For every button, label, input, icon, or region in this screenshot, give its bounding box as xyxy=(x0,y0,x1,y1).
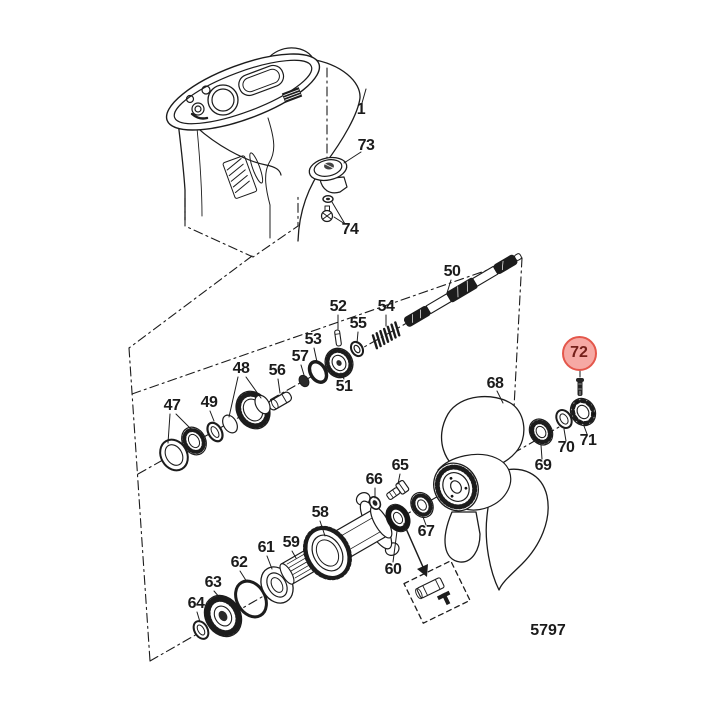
leader-lines xyxy=(167,88,588,623)
trim-tab-screw-art xyxy=(320,194,334,223)
driveshaft-assembly-art xyxy=(159,253,522,472)
callout-58: 58 xyxy=(311,504,329,521)
callout-1: 1 xyxy=(356,101,366,118)
callout-69: 69 xyxy=(534,457,552,474)
callout-50: 50 xyxy=(443,263,461,280)
callout-54: 54 xyxy=(377,298,395,315)
callout-67: 67 xyxy=(417,523,435,540)
callout-62: 62 xyxy=(230,554,248,571)
callout-57: 57 xyxy=(291,348,309,365)
spring-art xyxy=(371,321,401,350)
cotter-pin-art xyxy=(576,378,584,396)
propeller-art xyxy=(433,378,597,591)
callout-52: 52 xyxy=(329,298,347,315)
callout-70: 70 xyxy=(557,439,575,456)
callout-56: 56 xyxy=(268,362,286,379)
propeller-hub-face xyxy=(433,462,479,512)
callout-60: 60 xyxy=(384,561,402,578)
gear-housing-art xyxy=(165,47,361,242)
callout-74: 74 xyxy=(341,221,359,238)
callout-68: 68 xyxy=(486,375,504,392)
callout-61: 61 xyxy=(257,539,275,556)
callout-66: 66 xyxy=(365,471,383,488)
callout-49: 49 xyxy=(200,394,218,411)
phantom-outline xyxy=(128,67,595,662)
water-intake-grate xyxy=(222,152,264,199)
callout-64: 64 xyxy=(187,595,205,612)
callout-59: 59 xyxy=(282,534,300,551)
callout-65: 65 xyxy=(391,457,409,474)
callout-51: 51 xyxy=(335,378,353,395)
callout-73: 73 xyxy=(357,137,375,154)
callout-63: 63 xyxy=(204,574,222,591)
diagram-code: 5797 xyxy=(530,622,566,639)
highlighted-callout-label: 72 xyxy=(570,344,588,361)
highlighted-callout-72[interactable]: 72 xyxy=(561,335,597,371)
callout-53: 53 xyxy=(304,331,322,348)
callout-48: 48 xyxy=(232,360,250,377)
trim-tab-art xyxy=(308,156,348,194)
callout-71: 71 xyxy=(579,432,597,449)
callout-47: 47 xyxy=(163,397,181,414)
detail-inset-box xyxy=(403,560,471,624)
callout-55: 55 xyxy=(349,315,367,332)
